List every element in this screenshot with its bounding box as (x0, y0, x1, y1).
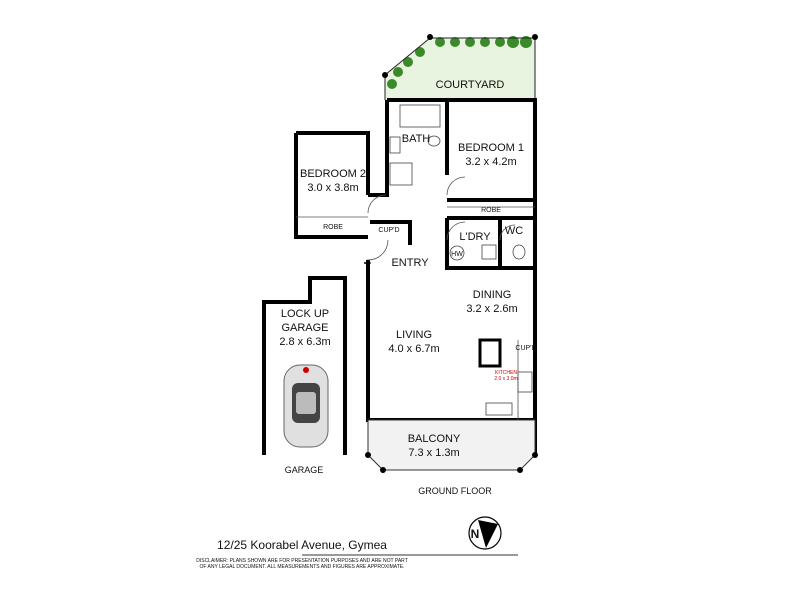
wc-toilet (512, 244, 526, 260)
balcony-label: BALCONY (408, 433, 461, 445)
doors (367, 176, 516, 261)
shower (389, 162, 413, 186)
balcony-size: 7.3 x 1.3m (408, 447, 459, 459)
north-compass-icon: N (468, 516, 502, 550)
hw-label: HW (451, 251, 463, 258)
wc-label: WC (505, 225, 523, 237)
living-size: 4.0 x 6.7m (388, 343, 439, 355)
address: 12/25 Koorabel Avenue, Gymea (217, 538, 387, 552)
cooktop (517, 371, 533, 393)
bath-label: BATH (402, 133, 431, 145)
kitchen-size: 2.0 x 3.0m (494, 376, 517, 382)
car-icon (283, 364, 329, 448)
dining-label: DINING (473, 289, 512, 301)
hot-water (449, 245, 465, 261)
fixtures (364, 104, 533, 420)
entry-arrow-icon (364, 259, 372, 267)
kitchen-label: KITCHEN (495, 370, 517, 376)
bedroom1-size: 3.2 x 4.2m (465, 156, 516, 168)
entry-label: ENTRY (391, 257, 429, 269)
robe1-label: ROBE (481, 207, 501, 214)
garage-label-1: LOCK UP (281, 308, 329, 320)
courtyard: COURTYARD (382, 34, 538, 100)
bathtub (399, 104, 441, 128)
bedroom1-label: BEDROOM 1 (458, 142, 524, 154)
garage-label-2: GARAGE (281, 322, 328, 334)
garage-size: 2.8 x 6.3m (279, 336, 330, 348)
toilet (427, 135, 441, 147)
bedroom2-label: BEDROOM 2 (300, 168, 366, 180)
laundry-tub (481, 244, 497, 260)
basin (389, 136, 401, 154)
svg-text:N: N (471, 527, 480, 541)
post (382, 72, 388, 78)
cupd-entry-label: CUP'D (378, 227, 399, 234)
plants (387, 36, 532, 89)
bedroom2-size: 3.0 x 3.8m (307, 182, 358, 194)
disclaimer-line1: DISCLAIMER: PLANS SHOWN ARE FOR PRESENTA… (196, 558, 408, 564)
laundry-label: L'DRY (459, 231, 491, 243)
disclaimer-line2: OF ANY LEGAL DOCUMENT. ALL MEASUREMENTS … (199, 564, 404, 570)
sink (485, 402, 513, 416)
courtyard-label: COURTYARD (436, 79, 505, 91)
floor-caption: GROUND FLOOR (418, 486, 492, 496)
robe2-label: ROBE (323, 224, 343, 231)
garage-caption: GARAGE (285, 465, 324, 475)
living-label: LIVING (396, 329, 432, 341)
balcony (365, 419, 538, 473)
cupd-kitchen-label: CUP'D (515, 345, 536, 352)
fridge (478, 338, 502, 368)
dining-size: 3.2 x 2.6m (466, 303, 517, 315)
